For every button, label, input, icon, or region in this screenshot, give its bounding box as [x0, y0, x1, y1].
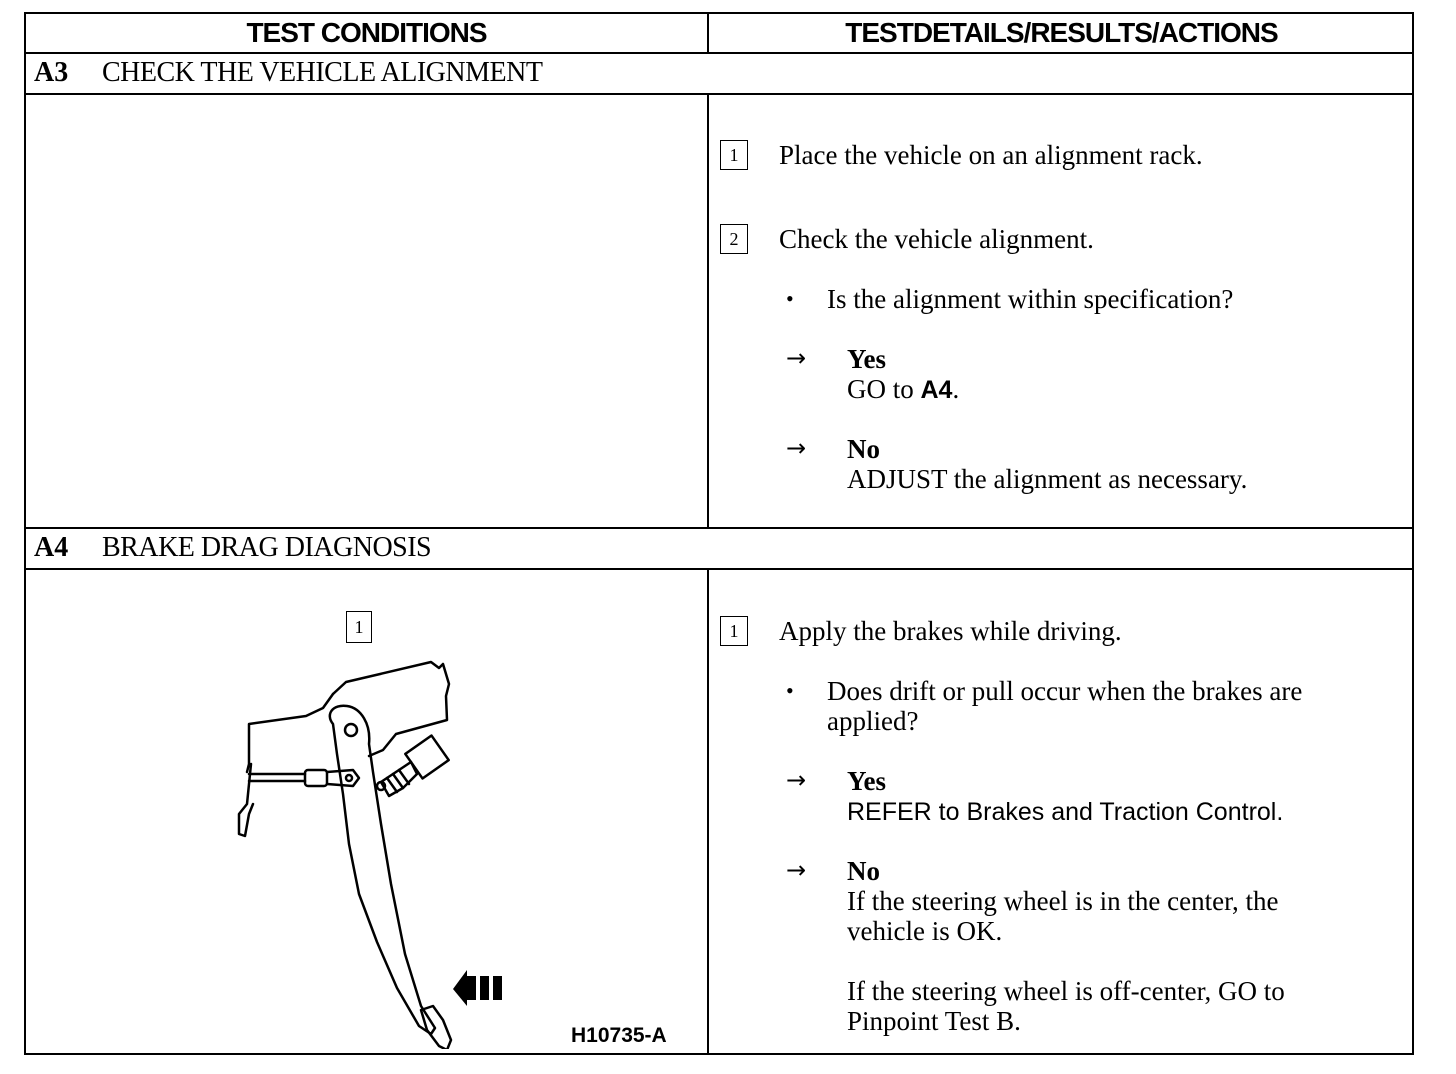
a4-no-label: No	[847, 856, 880, 886]
a4-no-action-1-line-2: vehicle is OK.	[847, 916, 1003, 946]
brake-pedal-illustration	[237, 660, 502, 1049]
pedal-arm	[328, 704, 437, 1036]
a4-step-1-text: Apply the brakes while driving.	[779, 616, 1122, 646]
figure-code: H10735-A	[571, 1024, 667, 1047]
a3-no-action: ADJUST the alignment as necessary.	[847, 464, 1248, 494]
a3-question: Is the alignment within specification?	[827, 284, 1234, 314]
pedal-pad	[419, 1004, 453, 1049]
a4-step-1-box: 1	[720, 616, 748, 646]
stoplamp-switch-body	[404, 734, 450, 780]
a4-no-action-2-line-2: Pinpoint Test B.	[847, 1006, 1021, 1036]
a4-no-action-2-line-1: If the steering wheel is off-center, GO …	[847, 976, 1285, 1006]
header-test-details: TESTDETAILS/RESULTS/ACTIONS	[845, 17, 1278, 48]
a4-yes-label: Yes	[847, 766, 886, 796]
a3-id: A3	[34, 57, 69, 88]
stoplamp-switch-threads	[385, 768, 411, 794]
a3-column-divider	[707, 93, 709, 527]
a4-title: BRAKE DRAG DIAGNOSIS	[102, 532, 432, 563]
a4-column-divider	[707, 568, 709, 1055]
a3-yes-label: Yes	[847, 344, 886, 374]
stoplamp-switch-plunger	[375, 780, 387, 792]
apply-force-arrow-icon	[453, 970, 502, 1006]
pedal-bracket-side	[245, 692, 335, 774]
a4-no-action-1-line-1: If the steering wheel is in the center, …	[847, 886, 1279, 916]
pushrod-end	[325, 768, 361, 788]
a4-question-bullet: •	[786, 678, 794, 703]
pedal-bracket-plate	[331, 660, 451, 758]
a4-question-line-1: Does drift or pull occur when the brakes…	[827, 676, 1303, 706]
pushrod	[247, 772, 307, 783]
a3-yes-action-suffix: .	[952, 374, 960, 404]
a4-id: A4	[34, 532, 69, 563]
a4-section-divider	[26, 527, 1412, 529]
header-test-conditions: TEST CONDITIONS	[246, 17, 487, 48]
pedal-pivot	[343, 722, 359, 738]
a4-yes-action: REFER to Brakes and Traction Control.	[847, 798, 1284, 826]
a3-title-divider	[26, 93, 1412, 95]
a3-title-row: A3 CHECK THE VEHICLE ALIGNMENT	[26, 54, 543, 92]
a3-yes-action: GO to A4.	[847, 374, 959, 405]
header-divider	[26, 52, 1412, 54]
a4-question-line-2: applied?	[827, 706, 919, 736]
a3-no-arrow-icon: →	[786, 434, 807, 462]
pushrod-clevis	[303, 768, 329, 788]
a3-yes-action-prefix: GO to	[847, 374, 921, 404]
a4-title-divider	[26, 568, 1412, 570]
header-column-divider	[707, 14, 709, 52]
a4-figure-step-box: 1	[346, 611, 372, 643]
a4-title-row: A4 BRAKE DRAG DIAGNOSIS	[26, 529, 432, 567]
a3-step-1-box: 1	[720, 140, 748, 170]
a3-yes-arrow-icon: →	[786, 344, 807, 372]
pedal-bracket-tab	[237, 762, 255, 838]
a3-question-bullet: •	[786, 286, 794, 311]
a3-no-label: No	[847, 434, 880, 464]
a4-no-arrow-icon: →	[786, 856, 807, 884]
diagnostic-table: TEST CONDITIONS TESTDETAILS/RESULTS/ACTI…	[24, 12, 1414, 1055]
a3-yes-action-target: A4	[920, 376, 953, 404]
pushrod-pin	[344, 773, 354, 783]
a3-step-2-box: 2	[720, 224, 748, 254]
a3-step-1-text: Place the vehicle on an alignment rack.	[779, 140, 1203, 170]
a3-step-2-text: Check the vehicle alignment.	[779, 224, 1094, 254]
a3-title: CHECK THE VEHICLE ALIGNMENT	[102, 57, 543, 88]
a4-yes-arrow-icon: →	[786, 766, 807, 794]
